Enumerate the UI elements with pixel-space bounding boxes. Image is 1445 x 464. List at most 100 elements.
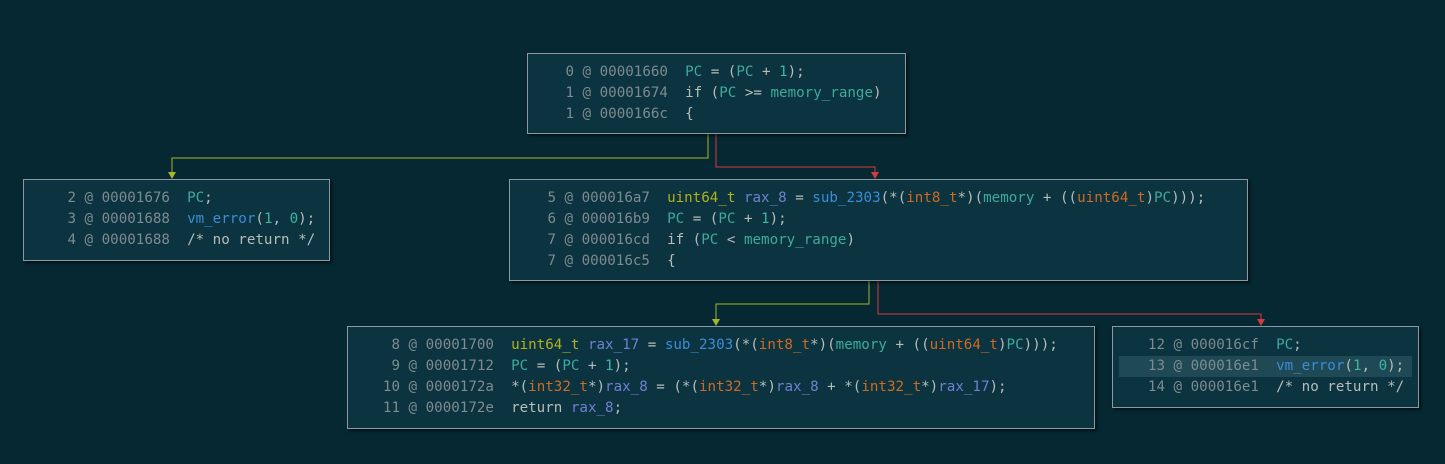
token-fn[interactable]: sub_2303 <box>812 190 881 206</box>
token-plain: { <box>685 106 694 122</box>
arrow-head-icon <box>1257 319 1265 326</box>
token-fn[interactable]: sub_2303 <box>664 337 734 353</box>
line-index: 12 <box>1147 337 1165 353</box>
token-reg[interactable]: PC <box>562 358 580 374</box>
token-reg[interactable]: PC <box>187 190 205 206</box>
arrow-head-icon <box>871 172 879 179</box>
token-fn[interactable]: vm_error <box>1276 358 1345 374</box>
token-var[interactable]: rax_8 <box>570 400 614 416</box>
gutter-gap <box>494 358 511 374</box>
token-plain: ; <box>613 400 623 416</box>
line-index: 3 <box>67 211 76 227</box>
token-type[interactable]: int8_t <box>758 337 811 353</box>
token-reg[interactable]: PC <box>718 211 736 227</box>
token-reg[interactable]: memory_range <box>743 232 847 248</box>
token-reg[interactable]: PC <box>1276 337 1294 353</box>
token-var[interactable]: rax_8 <box>743 190 787 206</box>
token-typeg[interactable]: uint64_t <box>511 337 580 353</box>
line-address[interactable]: 00001700 <box>425 337 494 353</box>
code-line[interactable]: 5 @ 000016a7 uint64_t rax_8 = sub_2303(*… <box>510 188 1247 209</box>
line-address[interactable]: 00001676 <box>101 190 170 206</box>
token-type[interactable]: int32_t <box>699 379 759 395</box>
line-address[interactable]: 000016a7 <box>581 190 650 206</box>
line-address[interactable]: 00001712 <box>425 358 494 374</box>
code-line[interactable]: 7 @ 000016c5 { <box>510 251 1247 272</box>
line-address[interactable]: 000016c5 <box>581 253 650 269</box>
token-var[interactable]: rax_8 <box>605 379 648 395</box>
token-kw: if ( <box>685 85 720 101</box>
line-address[interactable]: 00001688 <box>101 232 170 248</box>
token-reg[interactable]: PC <box>701 232 719 248</box>
code-line[interactable]: 6 @ 000016b9 PC = (PC + 1); <box>510 209 1247 230</box>
basic-block-error2[interactable]: 12 @ 000016cf PC;13 @ 000016e1 vm_error(… <box>1112 326 1419 408</box>
token-reg[interactable]: PC <box>511 358 529 374</box>
basic-block-2[interactable]: 5 @ 000016a7 uint64_t rax_8 = sub_2303(*… <box>509 179 1248 281</box>
token-var[interactable]: rax_8 <box>775 379 819 395</box>
gutter-gap <box>650 232 667 248</box>
token-plain: = <box>639 337 665 353</box>
token-reg[interactable]: PC <box>1154 190 1172 206</box>
token-type[interactable]: uint64_t <box>929 337 998 353</box>
gutter-gap <box>494 400 511 416</box>
line-index: 11 <box>382 400 400 416</box>
line-address[interactable]: 0000172e <box>425 400 494 416</box>
token-type[interactable]: int32_t <box>528 379 588 395</box>
gutter-gap <box>650 190 667 206</box>
code-line[interactable]: 11 @ 0000172e return rax_8; <box>348 398 1094 419</box>
code-line[interactable]: 8 @ 00001700 uint64_t rax_17 = sub_2303(… <box>348 335 1094 356</box>
line-index: 14 <box>1147 379 1165 395</box>
token-reg[interactable]: PC <box>1006 337 1024 353</box>
token-reg[interactable]: memory <box>983 190 1035 206</box>
gutter-gap <box>650 211 667 227</box>
basic-block-3[interactable]: 8 @ 00001700 uint64_t rax_17 = sub_2303(… <box>347 326 1095 429</box>
line-address[interactable]: 000016e1 <box>1190 358 1259 374</box>
code-line[interactable]: 7 @ 000016cd if (PC < memory_range) <box>510 230 1247 251</box>
line-address[interactable]: 000016b9 <box>581 211 650 227</box>
code-line[interactable]: 10 @ 0000172a *(int32_t*)rax_8 = (*(int3… <box>348 377 1094 398</box>
code-line[interactable]: 13 @ 000016e1 vm_error(1, 0); <box>1119 356 1412 377</box>
token-reg[interactable]: PC <box>685 64 703 80</box>
token-type[interactable]: int8_t <box>906 190 958 206</box>
edge-block2-to-error2 <box>877 281 1262 321</box>
line-address[interactable]: 000016cd <box>581 232 650 248</box>
token-var[interactable]: rax_17 <box>587 337 640 353</box>
token-type[interactable]: int32_t <box>861 379 922 395</box>
at-sign: @ <box>400 358 426 374</box>
token-var[interactable]: rax_17 <box>938 379 990 395</box>
token-reg[interactable]: PC <box>719 85 737 101</box>
line-index: 8 <box>391 337 400 353</box>
token-reg[interactable]: PC <box>736 64 754 80</box>
line-address[interactable]: 0000166c <box>599 106 668 122</box>
code-line[interactable]: 3 @ 00001688 vm_error(1, 0); <box>24 209 329 230</box>
code-line[interactable]: 12 @ 000016cf PC; <box>1113 335 1418 356</box>
code-line[interactable]: 4 @ 00001688 /* no return */ <box>24 230 329 251</box>
line-address[interactable]: 000016cf <box>1190 337 1259 353</box>
code-line[interactable]: 2 @ 00001676 PC; <box>24 188 329 209</box>
line-address[interactable]: 00001660 <box>599 64 668 80</box>
code-line[interactable]: 0 @ 00001660 PC = (PC + 1); <box>528 62 905 83</box>
code-line[interactable]: 14 @ 000016e1 /* no return */ <box>1113 377 1418 398</box>
token-plain: (*( <box>733 337 759 353</box>
line-index: 7 <box>547 253 556 269</box>
token-plain: *( <box>511 379 529 395</box>
token-typeg[interactable]: uint64_t <box>667 190 736 206</box>
line-address[interactable]: 0000172a <box>425 379 494 395</box>
line-address[interactable]: 00001688 <box>101 211 170 227</box>
code-line[interactable]: 1 @ 0000166c { <box>528 104 905 125</box>
line-address[interactable]: 000016e1 <box>1190 379 1259 395</box>
line-address[interactable]: 00001674 <box>599 85 668 101</box>
token-reg[interactable]: memory <box>835 337 887 353</box>
token-numlit: 1 <box>779 64 788 80</box>
token-plain: ); <box>298 211 316 227</box>
token-fn[interactable]: vm_error <box>187 211 256 227</box>
code-line[interactable]: 1 @ 00001674 if (PC >= memory_range) <box>528 83 905 104</box>
at-sign: @ <box>556 232 582 248</box>
basic-block-error1[interactable]: 2 @ 00001676 PC;3 @ 00001688 vm_error(1,… <box>23 179 330 261</box>
basic-block-entry[interactable]: 0 @ 00001660 PC = (PC + 1);1 @ 00001674 … <box>527 53 906 134</box>
token-reg[interactable]: PC <box>667 211 685 227</box>
token-type[interactable]: uint64_t <box>1077 190 1146 206</box>
at-sign: @ <box>400 337 426 353</box>
token-reg[interactable]: memory_range <box>770 85 874 101</box>
code-line[interactable]: 9 @ 00001712 PC = (PC + 1); <box>348 356 1094 377</box>
